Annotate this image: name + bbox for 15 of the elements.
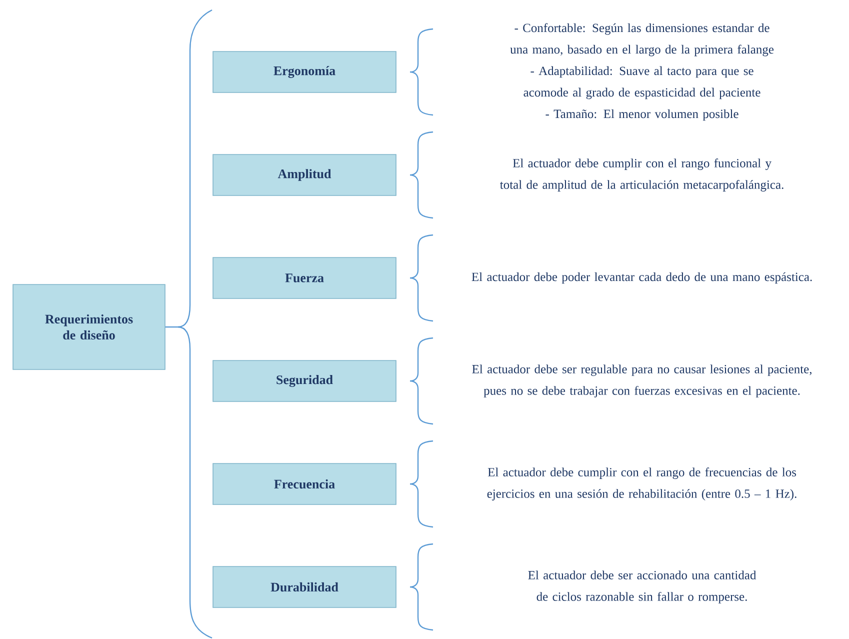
root-box: Requerimientos de diseño bbox=[12, 284, 166, 370]
category-box: Ergonomía bbox=[212, 51, 396, 93]
description-text: - Confortable: Según las dimensiones estandar de una mano, basado en el largo de la primera falange bbox=[510, 23, 774, 56]
description-text: El actuador debe poder levantar cada dedo de una mano espástica. bbox=[472, 272, 812, 284]
category-box: Amplitud bbox=[212, 154, 396, 196]
category-box: Fuerza bbox=[212, 257, 396, 299]
category-box: Frecuencia bbox=[212, 463, 396, 505]
description-text: El actuador debe ser regulable para no causar lesiones al paciente, pues no se debe trabajar con fuerzas excesivas en el paciente. bbox=[472, 364, 812, 398]
description-text: - Adaptabilidad: Suave al tacto para que se acomode al grado de espasticidad del paciente bbox=[524, 66, 760, 100]
description-text: El actuador debe cumplir con el rango de frecuencias de los ejercicios en una sesión de rehabilitación (entre 0.5 – 1 Hz). bbox=[487, 468, 796, 500]
category-box: Seguridad bbox=[212, 360, 396, 402]
description-text: El actuador debe cumplir con el rango funcional y total de amplitud de la articulación metacarpofalángica. bbox=[500, 158, 784, 192]
description-text: El actuador debe ser accionado una cantidad de ciclos razonable sin fallar o romperse. bbox=[528, 570, 756, 604]
category-box: Durabilidad bbox=[212, 566, 396, 608]
description-text: - Tamaño: El menor volumen posible bbox=[546, 109, 738, 121]
